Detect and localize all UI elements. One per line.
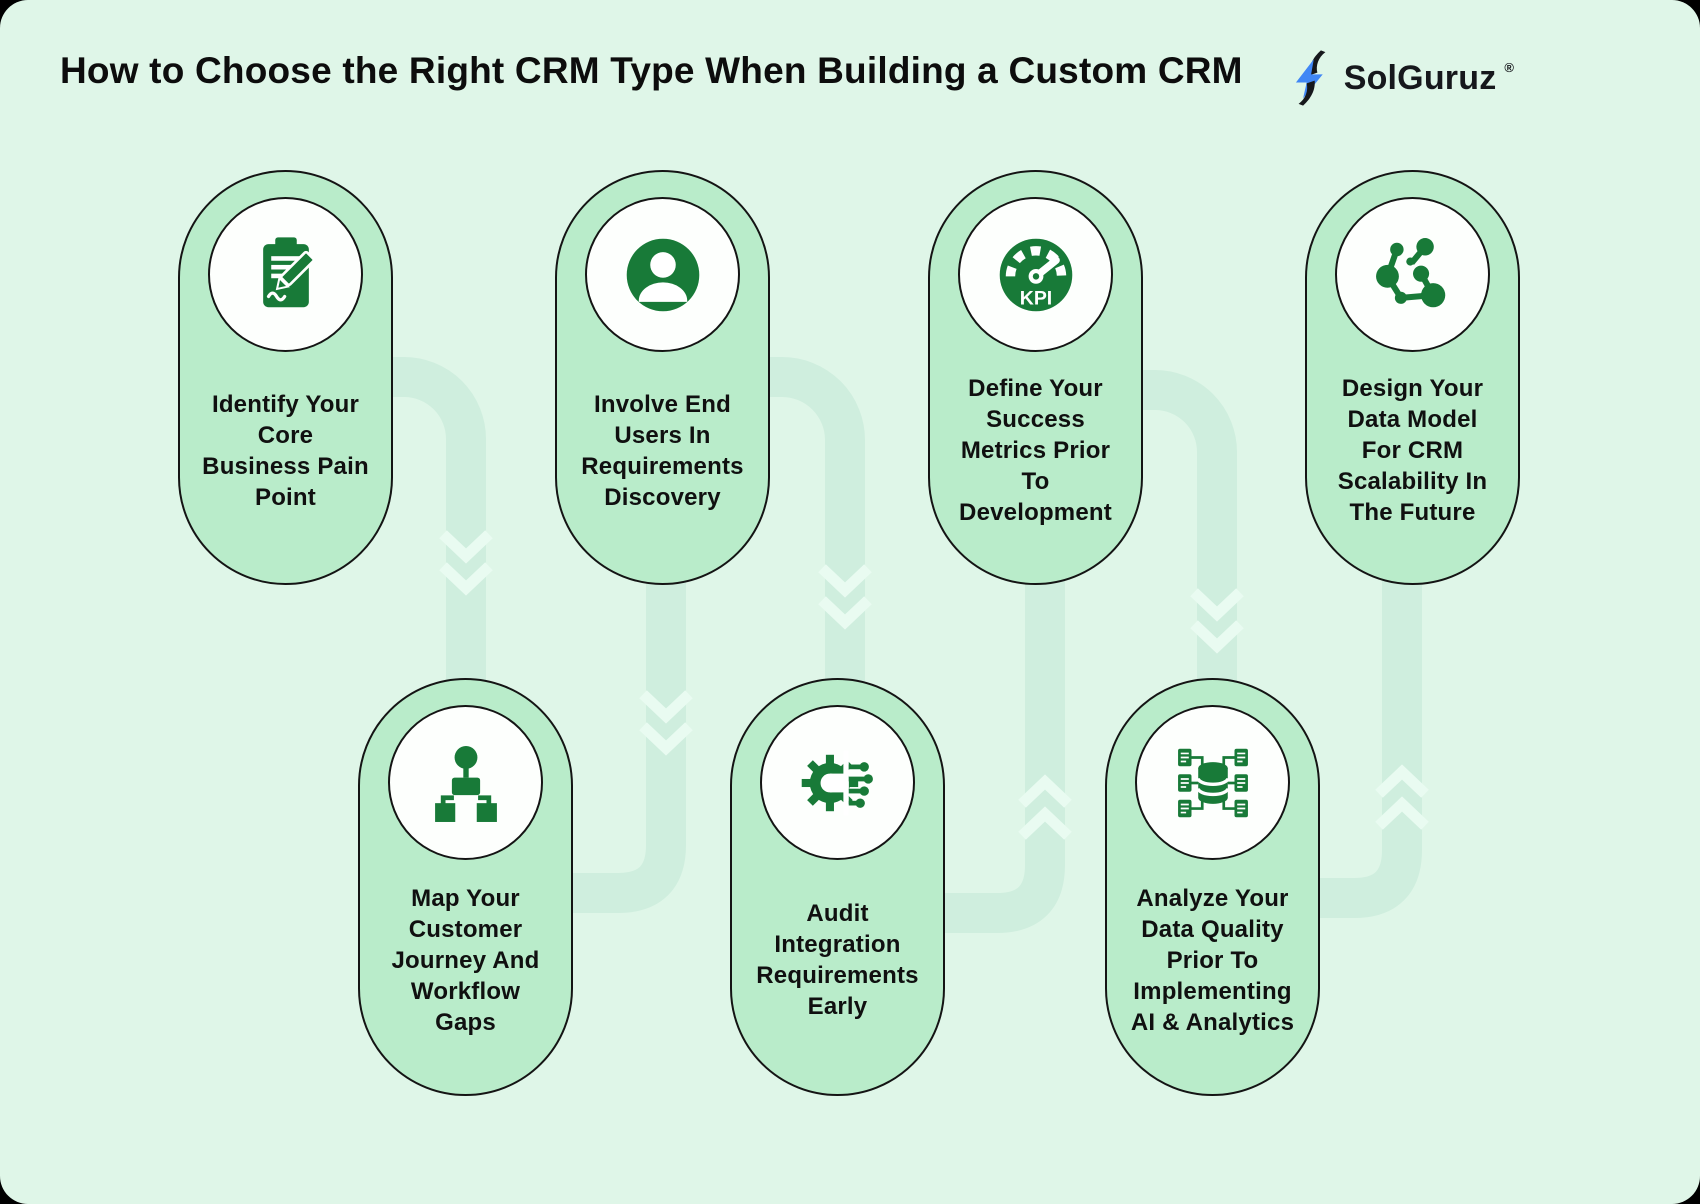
icon-circle	[760, 705, 915, 860]
gear-circuit-icon	[801, 750, 873, 815]
icon-circle	[388, 705, 543, 860]
chevron-arrows	[439, 530, 1429, 840]
step-card-analyze-data-quality: Analyze Your Data Quality Prior To Imple…	[1105, 678, 1320, 1096]
icon-circle	[1335, 197, 1490, 352]
step-card-label: Identify Your Core Business Pain Point	[202, 390, 369, 511]
step-card-identify-pain-point: Identify Your Core Business Pain Point	[178, 170, 393, 585]
kpi-gauge-icon: KPI	[999, 238, 1072, 311]
workflow-hierarchy-icon	[434, 745, 497, 822]
step-card-label: Analyze Your Data Quality Prior To Imple…	[1130, 884, 1295, 1036]
icon-circle	[208, 197, 363, 352]
brand-logo: SolGuruz ®	[1287, 50, 1514, 106]
page-title: How to Choose the Right CRM Type When Bu…	[60, 50, 1243, 91]
registered-mark: ®	[1504, 59, 1514, 75]
step-card-map-customer-journey: Map Your Customer Journey And Workflow G…	[358, 678, 573, 1096]
database-cluster-icon	[1177, 748, 1248, 817]
step-card-label: Audit Integration Requirements Early	[756, 900, 919, 1020]
step-card-involve-end-users: Involve End Users In Requirements Discov…	[555, 170, 770, 585]
icon-circle	[1135, 705, 1290, 860]
step-card-audit-integration: Audit Integration Requirements Early	[730, 678, 945, 1096]
step-card-label: Involve End Users In Requirements Discov…	[581, 390, 744, 511]
step-card-define-success-metrics: KPI Define Your Success Metrics Prior To…	[928, 170, 1143, 585]
network-nodes-icon	[1375, 237, 1445, 307]
clipboard-pencil-icon	[262, 236, 315, 307]
step-card-label: Define Your Success Metrics Prior To Dev…	[959, 375, 1112, 526]
user-icon	[626, 238, 699, 311]
kpi-gauge-label: KPI	[1019, 287, 1051, 309]
icon-circle	[585, 197, 740, 352]
solguruz-bolt-icon	[1295, 50, 1326, 106]
step-card-design-data-model: Design Your Data Model For CRM Scalabili…	[1305, 170, 1520, 585]
icon-circle: KPI	[958, 197, 1113, 352]
step-card-label: Map Your Customer Journey And Workflow G…	[391, 884, 540, 1036]
brand-logo-text: SolGuruz	[1343, 58, 1497, 97]
step-card-label: Design Your Data Model For CRM Scalabili…	[1337, 375, 1488, 526]
